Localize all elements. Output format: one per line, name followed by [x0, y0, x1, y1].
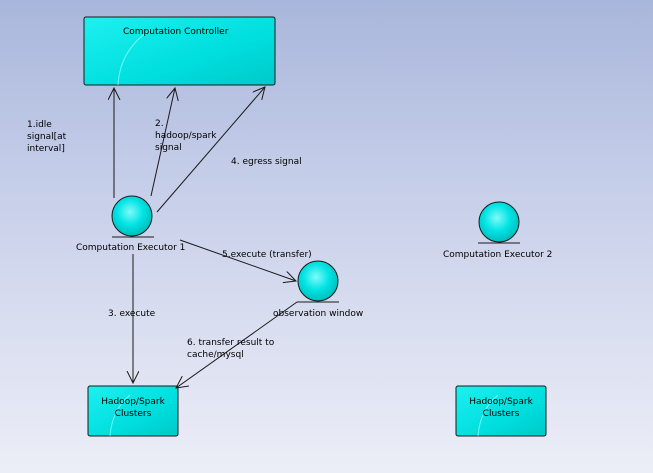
- computation-executor-1-node[interactable]: [111, 195, 154, 238]
- computation-executor-1-label: Computation Executor 1: [76, 243, 186, 253]
- computation-controller-node[interactable]: [83, 16, 276, 86]
- computation-controller-label: Computation Controller: [123, 27, 229, 37]
- observation-window-label: observation window: [273, 309, 364, 319]
- idle-signal-label: 1.idle signal[at interval]: [27, 119, 66, 155]
- cluster-1-label: Hadoop/Spark Clusters: [88, 396, 178, 420]
- transfer-result-line2: cache/mysql: [187, 350, 244, 360]
- hadoop-spark-signal-line2: hadoop/spark: [155, 131, 217, 141]
- egress-signal-label: 4. egress signal: [231, 157, 302, 167]
- edge-egress-signal: [156, 87, 265, 213]
- observation-window-node[interactable]: [297, 260, 339, 303]
- idle-signal-line1: 1.idle: [27, 120, 52, 130]
- idle-signal-line3: interval]: [27, 144, 65, 154]
- idle-signal-line2: signal[at: [27, 132, 67, 142]
- hadoop-spark-cluster-1-node[interactable]: [87, 385, 179, 437]
- cluster-2-label-line2: Clusters: [482, 409, 520, 419]
- hadoop-spark-signal-line3: signal: [155, 143, 182, 153]
- hadoop-spark-signal-label: 2. hadoop/spark signal: [155, 118, 217, 154]
- hadoop-spark-signal-line1: 2.: [155, 119, 164, 129]
- cluster-2-label: Hadoop/Spark Clusters: [456, 396, 546, 420]
- transfer-result-line1: 6. transfer result to: [187, 338, 275, 348]
- execute-transfer-label: 5.execute (transfer): [222, 250, 312, 260]
- edge-execute-transfer: [179, 239, 296, 281]
- cluster-2-label-line1: Hadoop/Spark: [469, 397, 533, 407]
- edge-transfer-result: [176, 301, 298, 388]
- edge-hadoop-spark-signal: [150, 88, 175, 197]
- transfer-result-label: 6. transfer result to cache/mysql: [187, 337, 274, 361]
- cluster-1-label-line2: Clusters: [114, 409, 152, 419]
- cluster-1-label-line1: Hadoop/Spark: [101, 397, 165, 407]
- execute-label: 3. execute: [108, 309, 156, 319]
- computation-executor-2-label: Computation Executor 2: [443, 250, 553, 260]
- hadoop-spark-cluster-2-node[interactable]: [455, 385, 547, 437]
- computation-executor-2-node[interactable]: [478, 201, 520, 244]
